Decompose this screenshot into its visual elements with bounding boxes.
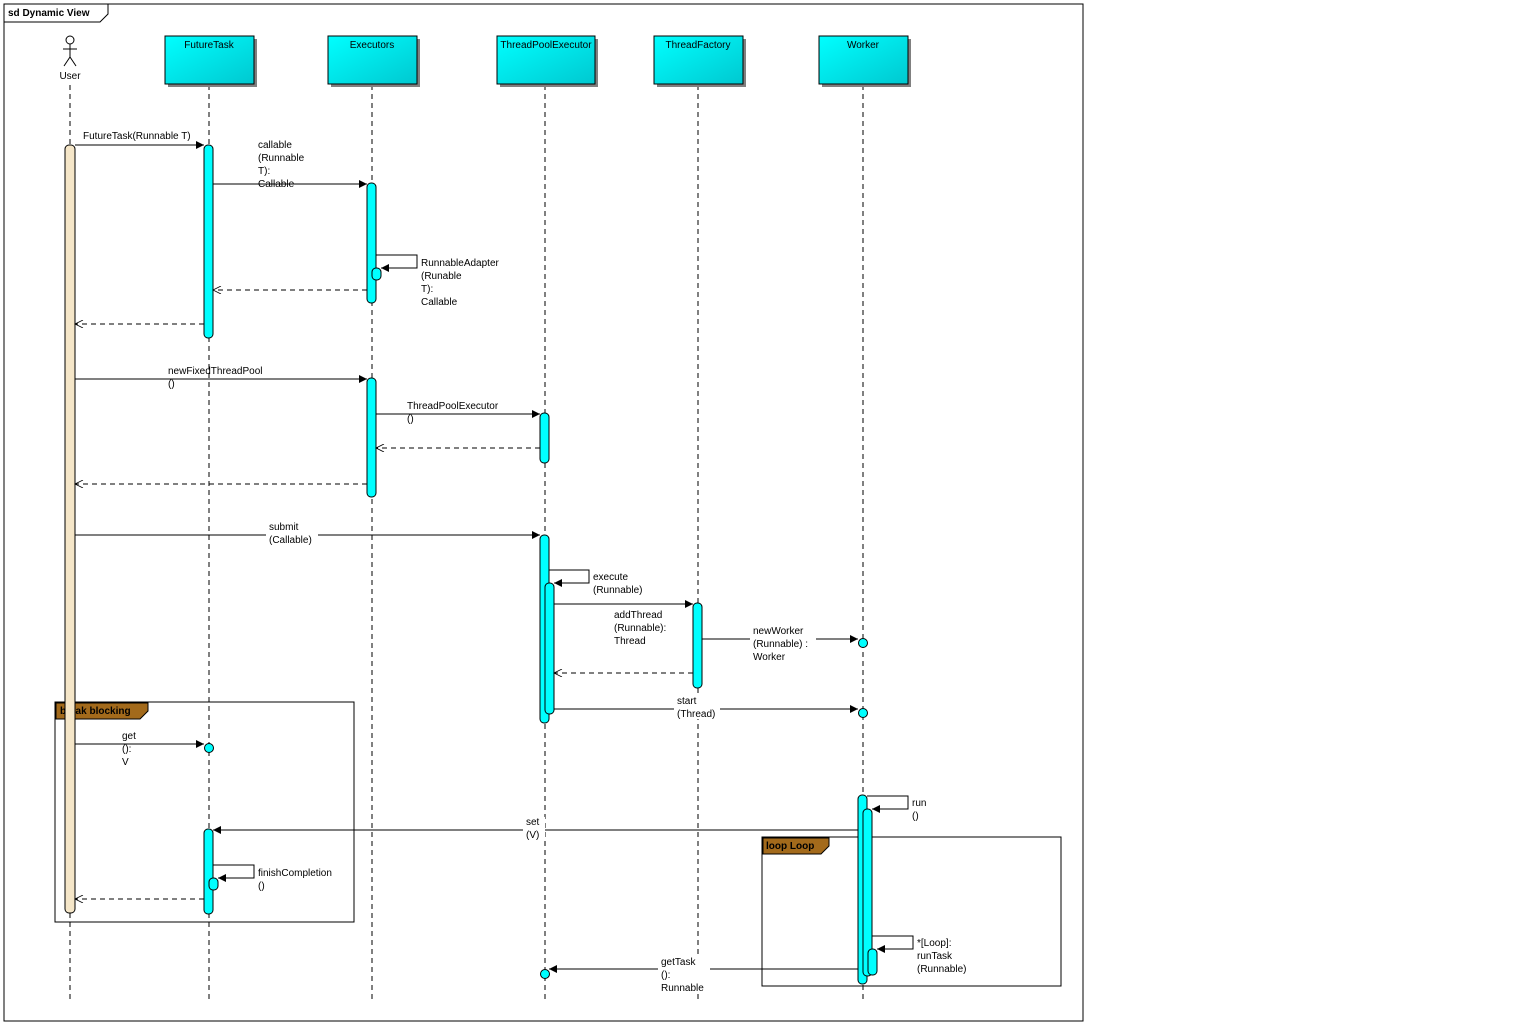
svg-text:FutureTask(Runnable T): FutureTask(Runnable T) — [83, 131, 191, 142]
worker-create-point — [858, 638, 868, 648]
worker-start-point — [858, 708, 868, 718]
participant-label: FutureTask — [184, 40, 234, 51]
worker-self-activation — [867, 948, 878, 976]
user-activation — [64, 144, 76, 914]
threadfactory-activation — [692, 602, 703, 689]
svg-text:addThread(Runnable):Thread: addThread(Runnable):Thread — [614, 610, 666, 647]
user-actor-label: User — [59, 71, 81, 82]
message-set: set(V) — [213, 817, 858, 841]
svg-text:execute(Runnable): execute(Runnable) — [593, 572, 642, 596]
participant-threadfactory: ThreadFactory — [653, 35, 746, 87]
svg-text:start(Thread): start(Thread) — [677, 696, 715, 720]
message-get-task: getTask():Runnable — [549, 956, 858, 994]
participant-label: ThreadPoolExecutor — [500, 40, 592, 51]
svg-text:newFixedThreadPool(): newFixedThreadPool() — [168, 366, 263, 390]
message-start: start(Thread) — [554, 696, 858, 720]
executors-self-activation — [371, 267, 382, 281]
svg-text:*[Loop]:runTask(Runnable): *[Loop]:runTask(Runnable) — [917, 938, 966, 975]
executors-activation — [366, 377, 377, 498]
svg-text:set(V): set(V) — [526, 817, 540, 841]
message-get: get():V — [75, 731, 204, 768]
message-new-worker: newWorker(Runnable) :Worker — [702, 626, 858, 663]
message-finish-completion: finishCompletion() — [213, 864, 332, 892]
participant-label: Worker — [847, 40, 880, 51]
svg-text:submit(Callable): submit(Callable) — [269, 522, 312, 546]
participant-worker: Worker — [818, 35, 911, 87]
participant-executors: Executors — [327, 35, 420, 87]
threadpoolexecutor-self-activation — [544, 582, 555, 715]
message-futuretask-ctor: FutureTask(Runnable T) — [75, 131, 204, 149]
participant-label: Executors — [350, 40, 394, 51]
message-run: run() — [867, 795, 926, 822]
frame-label: sd Dynamic View — [8, 8, 90, 19]
svg-text:finishCompletion(): finishCompletion() — [258, 868, 332, 892]
message-submit: submit(Callable) — [75, 521, 540, 546]
message-threadpoolexecutor-ctor: ThreadPoolExecutor() — [376, 401, 540, 425]
threadpoolexecutor-gettask-point — [540, 969, 550, 979]
loop-fragment-label: loop Loop — [766, 841, 814, 852]
message-new-fixed-thread-pool: newFixedThreadPool() — [75, 366, 367, 390]
participant-threadpoolexecutor: ThreadPoolExecutor — [496, 35, 598, 87]
futuretask-get-point — [204, 743, 214, 753]
diagram-frame — [3, 3, 1084, 1022]
worker-self-activation — [862, 808, 873, 977]
futuretask-self-activation — [208, 877, 219, 891]
svg-text:getTask():Runnable: getTask():Runnable — [661, 957, 704, 994]
message-run-task: *[Loop]:runTask(Runnable) — [872, 935, 966, 975]
threadpoolexecutor-activation — [539, 412, 550, 464]
futuretask-activation — [203, 144, 214, 339]
svg-text:get():V: get():V — [122, 731, 136, 768]
break-fragment: break blocking — [54, 701, 355, 923]
svg-text:ThreadPoolExecutor(): ThreadPoolExecutor() — [407, 401, 499, 425]
break-fragment-label: break blocking — [60, 706, 131, 717]
message-execute: execute(Runnable) — [549, 569, 642, 596]
loop-fragment: loop Loop — [761, 836, 1062, 987]
message-add-thread: addThread(Runnable):Thread — [554, 600, 693, 647]
svg-text:run(): run() — [912, 798, 926, 822]
svg-text:newWorker(Runnable) :Worker: newWorker(Runnable) :Worker — [753, 626, 808, 663]
frame-tab — [3, 3, 109, 23]
futuretask-activation — [203, 828, 214, 915]
executors-activation — [366, 182, 377, 304]
participant-label: ThreadFactory — [665, 40, 730, 51]
user-actor-icon — [63, 35, 77, 67]
participant-futuretask: FutureTask — [164, 35, 257, 87]
